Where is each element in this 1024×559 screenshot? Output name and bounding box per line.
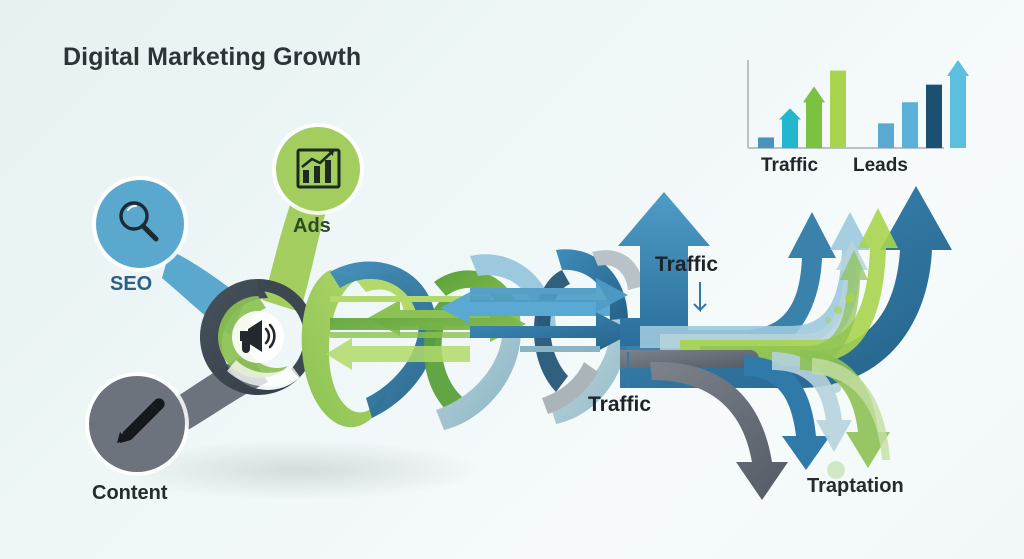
- channel-node-seo[interactable]: [92, 176, 188, 272]
- page-title: Digital Marketing Growth: [63, 43, 362, 71]
- flow-label-traptation: Traptation: [807, 475, 904, 497]
- megaphone-icon: [240, 320, 276, 353]
- chart-bar: [878, 123, 894, 148]
- label-leader-lines: [627, 282, 707, 388]
- channel-label-seo: SEO: [110, 273, 153, 295]
- bar-chart: [747, 60, 969, 149]
- descending-flow: [620, 350, 890, 500]
- flow-label-traffic-top: Traffic: [655, 253, 719, 276]
- chart-bar: [926, 84, 942, 148]
- chart-category-label-traffic: Traffic: [761, 155, 819, 176]
- output-flow: [618, 186, 952, 388]
- chart-bar: [758, 137, 774, 148]
- chart-bars: [758, 60, 969, 148]
- chart-bar: [902, 102, 918, 148]
- center-shadow: [120, 440, 480, 500]
- chart-bar: [830, 70, 846, 148]
- channel-label-ads: Ads: [293, 215, 331, 237]
- channel-label-content: Content: [92, 482, 168, 504]
- channel-node-ads[interactable]: [272, 123, 364, 215]
- bar-chart-growth-icon: [296, 148, 341, 189]
- flow-arrows-horizontal: [326, 278, 634, 370]
- chart-bar: [803, 86, 825, 148]
- chart-bar: [947, 60, 969, 148]
- channel-node-content[interactable]: [85, 372, 189, 476]
- flow-label-traffic-bottom: Traffic: [588, 393, 652, 416]
- magnifying-glass-icon: [119, 201, 159, 242]
- chart-bar: [779, 108, 801, 148]
- chart-category-label-leads: Leads: [853, 155, 908, 176]
- pen-icon: [117, 398, 165, 443]
